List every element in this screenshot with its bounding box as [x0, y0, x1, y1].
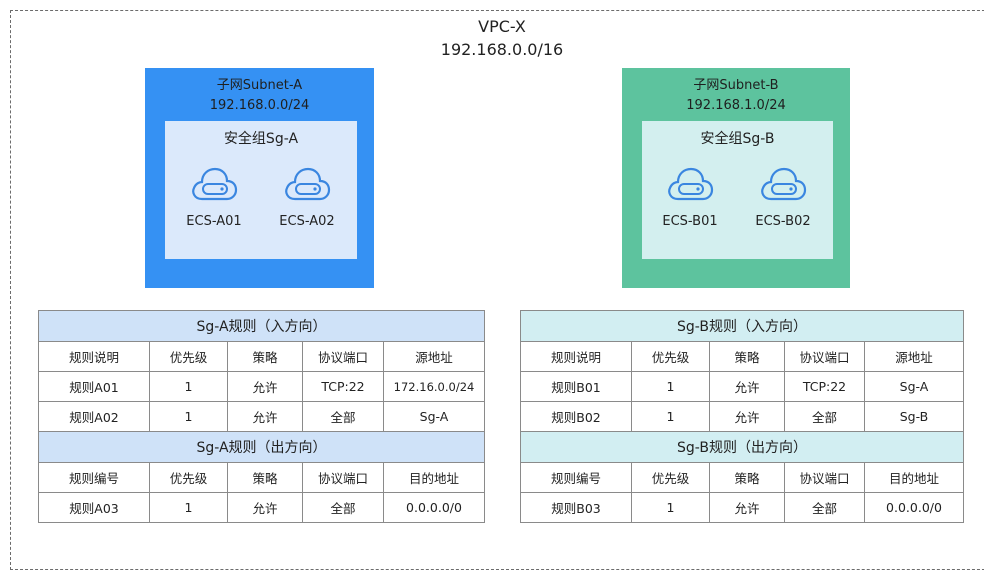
table-cell: 允许 — [227, 401, 303, 432]
table-cell: 1 — [631, 492, 710, 523]
sg-b-outbound-title: Sg-B规则（出方向） — [520, 431, 964, 463]
table-cell: 允许 — [227, 492, 303, 523]
table-cell: 全部 — [302, 492, 384, 523]
table-cell: 允许 — [709, 401, 785, 432]
table-cell: 全部 — [302, 401, 384, 432]
table-header-row: 规则编号 优先级 策略 协议端口 目的地址 — [38, 462, 486, 493]
column-header: 策略 — [709, 462, 785, 493]
subnet-b: 子网Subnet-B 192.168.1.0/24 安全组Sg-B ECS-B0… — [622, 68, 850, 288]
ecs-b01[interactable]: ECS-B01 — [650, 163, 730, 229]
table-cell: 规则A03 — [38, 492, 150, 523]
column-header: 优先级 — [149, 341, 228, 372]
column-header: 协议端口 — [784, 341, 865, 372]
column-header: 源地址 — [382, 341, 486, 372]
table-cell: 0.0.0.0/0 — [382, 492, 486, 523]
column-header: 目的地址 — [382, 462, 486, 493]
table-cell: 规则A01 — [38, 371, 150, 402]
column-header: 策略 — [227, 462, 303, 493]
table-cell: 全部 — [784, 492, 865, 523]
table-title-row: Sg-A规则（出方向） — [37, 431, 486, 463]
subnet-a: 子网Subnet-A 192.168.0.0/24 安全组Sg-A ECS-A0… — [145, 68, 374, 288]
table-cell: Sg-A — [382, 401, 486, 432]
table-header-row: 规则说明 优先级 策略 协议端口 源地址 — [38, 341, 486, 372]
table-cell: 1 — [631, 371, 710, 402]
table-cell: TCP:22 — [784, 371, 865, 402]
sg-b-rules-table: Sg-B规则（入方向） 规则说明 优先级 策略 协议端口 源地址 规则B01 1… — [520, 310, 964, 523]
sg-a-outbound-title: Sg-A规则（出方向） — [37, 431, 486, 463]
security-group-a-label: 安全组Sg-A — [223, 131, 299, 147]
table-cell: 0.0.0.0/0 — [864, 492, 964, 523]
table-cell: 允许 — [709, 371, 785, 402]
column-header: 规则说明 — [38, 341, 150, 372]
ecs-a02-label: ECS-A02 — [279, 214, 335, 229]
table-cell: 1 — [149, 371, 228, 402]
cloud-server-icon — [192, 167, 238, 201]
column-header: 优先级 — [149, 462, 228, 493]
table-row: 规则A01 1 允许 TCP:22 172.16.0.0/24 — [38, 371, 486, 402]
subnet-a-name: 子网Subnet-A — [216, 78, 303, 93]
table-title-row: Sg-B规则（入方向） — [520, 310, 964, 342]
column-header: 优先级 — [631, 462, 710, 493]
ecs-b01-label: ECS-B01 — [662, 214, 718, 229]
ecs-a02[interactable]: ECS-A02 — [267, 163, 347, 229]
ecs-b02[interactable]: ECS-B02 — [743, 163, 823, 229]
cloud-server-icon — [668, 167, 714, 201]
table-cell: 1 — [631, 401, 710, 432]
table-cell: TCP:22 — [302, 371, 384, 402]
cloud-server-icon — [285, 167, 331, 201]
table-header-row: 规则编号 优先级 策略 协议端口 目的地址 — [520, 462, 964, 493]
vpc-cidr: 192.168.0.0/16 — [440, 40, 564, 59]
column-header: 规则编号 — [520, 462, 632, 493]
column-header: 协议端口 — [784, 462, 865, 493]
ecs-a01-label: ECS-A01 — [186, 214, 242, 229]
ecs-b02-label: ECS-B02 — [755, 214, 811, 229]
table-row: 规则A03 1 允许 全部 0.0.0.0/0 — [38, 492, 486, 523]
cloud-server-icon — [761, 167, 807, 201]
table-cell: 允许 — [227, 371, 303, 402]
table-cell: Sg-A — [864, 371, 964, 402]
table-cell: 规则A02 — [38, 401, 150, 432]
table-cell: 172.16.0.0/24 — [382, 371, 486, 402]
table-row: 规则A02 1 允许 全部 Sg-A — [38, 401, 486, 432]
table-cell: 1 — [149, 492, 228, 523]
column-header: 策略 — [709, 341, 785, 372]
table-cell: 规则B02 — [520, 401, 632, 432]
column-header: 源地址 — [864, 341, 964, 372]
vpc-label: VPC-X 192.168.0.0/16 — [402, 15, 602, 61]
column-header: 规则说明 — [520, 341, 632, 372]
table-title-row: Sg-A规则（入方向） — [37, 310, 486, 342]
security-group-b: 安全组Sg-B ECS-B01 ECS-B02 — [642, 121, 833, 259]
subnet-b-name: 子网Subnet-B — [693, 78, 779, 93]
table-row: 规则B02 1 允许 全部 Sg-B — [520, 401, 964, 432]
column-header: 协议端口 — [302, 462, 384, 493]
sg-a-inbound-title: Sg-A规则（入方向） — [37, 310, 486, 342]
table-title-row: Sg-B规则（出方向） — [520, 431, 964, 463]
table-cell: Sg-B — [864, 401, 964, 432]
table-cell: 允许 — [709, 492, 785, 523]
table-row: 规则B03 1 允许 全部 0.0.0.0/0 — [520, 492, 964, 523]
table-header-row: 规则说明 优先级 策略 协议端口 源地址 — [520, 341, 964, 372]
table-cell: 规则B01 — [520, 371, 632, 402]
column-header: 优先级 — [631, 341, 710, 372]
sg-b-inbound-title: Sg-B规则（入方向） — [520, 310, 964, 342]
table-cell: 全部 — [784, 401, 865, 432]
subnet-b-cidr: 192.168.1.0/24 — [686, 98, 786, 113]
column-header: 目的地址 — [864, 462, 964, 493]
table-row: 规则B01 1 允许 TCP:22 Sg-A — [520, 371, 964, 402]
column-header: 策略 — [227, 341, 303, 372]
security-group-b-label: 安全组Sg-B — [700, 131, 775, 147]
subnet-a-cidr: 192.168.0.0/24 — [209, 98, 310, 113]
column-header: 规则编号 — [38, 462, 150, 493]
column-header: 协议端口 — [302, 341, 384, 372]
table-cell: 1 — [149, 401, 228, 432]
security-group-a: 安全组Sg-A ECS-A01 ECS-A02 — [165, 121, 357, 259]
sg-a-rules-table: Sg-A规则（入方向） 规则说明 优先级 策略 协议端口 源地址 规则A01 1… — [37, 310, 486, 523]
table-cell: 规则B03 — [520, 492, 632, 523]
vpc-name: VPC-X — [478, 17, 526, 36]
ecs-a01[interactable]: ECS-A01 — [174, 163, 254, 229]
